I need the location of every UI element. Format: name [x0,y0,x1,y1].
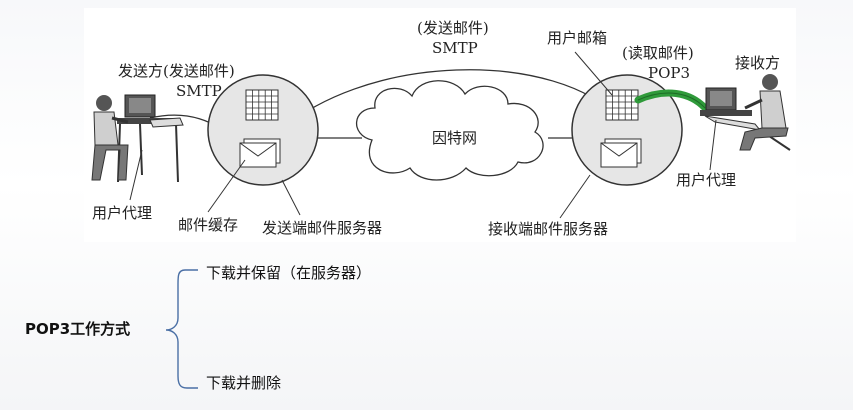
receiver-computer-icon [700,87,791,151]
top-send-label: (发送邮件) [417,19,489,37]
user-agent-right-label: 用户代理 [676,171,736,189]
email-system-diagram: 发送方(发送邮件) SMTP (发送邮件) SMTP 用户邮箱 (读取邮件) P… [91,19,791,238]
leader-user-agent-left [129,149,143,201]
read-protocol-label: POP3 [648,64,690,82]
leader-user-agent-right [709,119,717,171]
leader-sender-server [281,179,301,216]
sender-protocol-label: SMTP [176,82,222,100]
leader-mailbox [574,51,613,96]
receiver-person-icon [739,74,789,151]
receiver-mail-server [571,74,683,186]
sender-person-icon [91,95,129,181]
sender-label: 发送方(发送邮件) [118,62,235,80]
user-agent-left-label: 用户代理 [92,204,152,222]
sender-computer-icon [117,94,184,183]
leader-mail-cache [207,159,246,213]
internet-label: 因特网 [432,129,477,147]
mailbox-grid-icon [605,89,639,121]
mailbox-label: 用户邮箱 [547,29,607,47]
mode-keep-on-server: 下载并保留（在服务器） [206,264,372,282]
sender-mail-server [207,74,319,186]
receiver-server-label: 接收端邮件服务器 [488,220,608,238]
envelope-stack-icon [239,138,281,168]
mode-delete-after-download: 下载并删除 [206,374,282,392]
envelope-stack-icon [600,138,642,168]
pop3-mode-title: POP3工作方式 [25,320,131,338]
leader-receiver-server [559,174,591,219]
sender-server-label: 发送端邮件服务器 [262,219,382,237]
receiver-label: 接收方 [735,54,780,72]
top-protocol-label: SMTP [432,39,478,57]
mail-cache-label: 邮件缓存 [178,216,238,234]
read-label: (读取邮件) [622,44,694,62]
internet-cloud-icon [355,80,544,181]
mailbox-grid-icon [245,89,279,121]
